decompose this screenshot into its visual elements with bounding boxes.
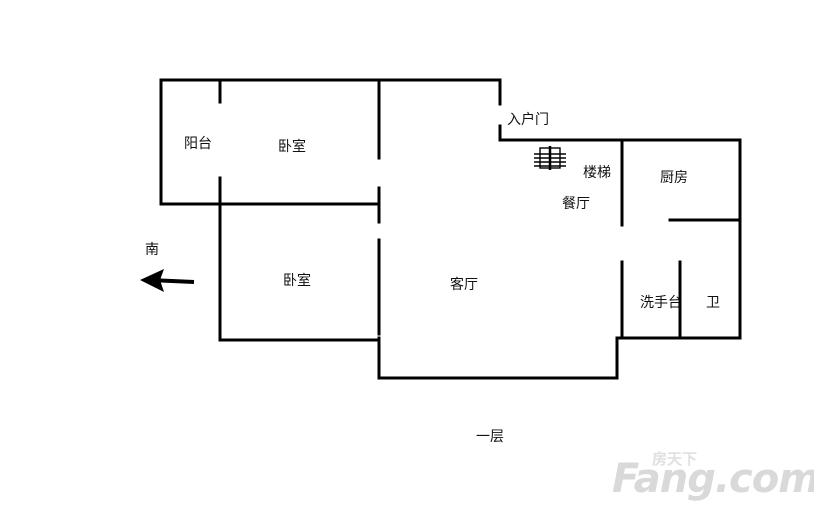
fang-watermark-logo: 房天下 Fang.com: [612, 446, 814, 504]
south-arrow-icon: [140, 269, 195, 292]
room-label-dining: 餐厅: [562, 196, 590, 212]
room-label-balcony: 阳台: [184, 136, 212, 152]
room-label-washbasin: 洗手台: [640, 295, 682, 311]
room-label-bathroom: 卫: [706, 295, 720, 311]
room-label-stairs: 楼梯: [583, 165, 611, 181]
walls: [159, 78, 742, 380]
watermark-brand-text: Fang.com: [612, 456, 814, 502]
room-label-living: 客厅: [450, 277, 478, 293]
room-label-kitchen: 厨房: [660, 170, 688, 186]
watermark-cn-text: 房天下: [652, 450, 698, 468]
room-label-entrance: 入户门: [507, 112, 549, 128]
room-label-bedroom-bottom: 卧室: [283, 273, 311, 289]
stairs-symbol: [534, 146, 566, 170]
room-label-bedroom-top: 卧室: [278, 139, 306, 155]
floor-label: 一层: [476, 429, 504, 445]
direction-label-south: 南: [145, 242, 159, 258]
